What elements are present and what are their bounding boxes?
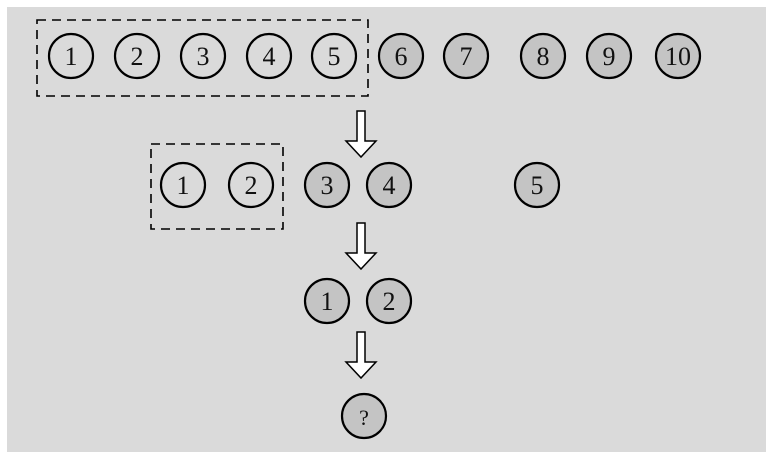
node-label: 2 [245, 171, 258, 200]
node-row-2-2: 2 [227, 161, 275, 209]
node-label: 1 [321, 287, 334, 316]
node-circle [245, 32, 293, 80]
node-label: 5 [328, 42, 341, 71]
node-circle [365, 161, 413, 209]
node-circle [179, 32, 227, 80]
node-row-2-4: 4 [365, 161, 413, 209]
node-label: 7 [460, 42, 473, 71]
node-label: 1 [177, 171, 190, 200]
node-circle [513, 161, 561, 209]
node-label: 3 [321, 171, 334, 200]
node-row-2-5: 5 [513, 161, 561, 209]
node-label: ? [359, 405, 369, 430]
down-arrow-icon-3 [344, 331, 378, 380]
node-label: 2 [383, 287, 396, 316]
node-row-1-9: 9 [585, 32, 633, 80]
node-circle [442, 32, 490, 80]
node-label: 5 [531, 171, 544, 200]
node-row-2-1: 1 [159, 161, 207, 209]
node-row-1-2: 2 [113, 32, 161, 80]
node-circle [227, 161, 275, 209]
node-label: 9 [603, 42, 616, 71]
node-row-1-3: 3 [179, 32, 227, 80]
node-label: 10 [665, 42, 691, 71]
node-label: 8 [537, 42, 550, 71]
node-circle [519, 32, 567, 80]
node-row-3-1: 1 [303, 277, 351, 325]
down-arrow-icon-2 [344, 222, 378, 271]
node-circle [310, 32, 358, 80]
node-row-4-1: ? [340, 392, 388, 440]
node-circle [47, 32, 95, 80]
node-circle [340, 392, 388, 440]
node-circle [303, 161, 351, 209]
node-circle [654, 32, 702, 80]
node-row-1-4: 4 [245, 32, 293, 80]
node-row-1-6: 6 [377, 32, 425, 80]
down-arrow-icon-1 [344, 110, 378, 159]
node-row-1-1: 1 [47, 32, 95, 80]
node-label: 1 [65, 42, 78, 71]
node-row-1-8: 8 [519, 32, 567, 80]
node-circle [585, 32, 633, 80]
node-circle [377, 32, 425, 80]
node-label: 3 [197, 42, 210, 71]
node-row-1-7: 7 [442, 32, 490, 80]
node-circle [303, 277, 351, 325]
node-circle [365, 277, 413, 325]
node-label: 4 [263, 42, 276, 71]
node-label: 2 [131, 42, 144, 71]
node-label: 6 [395, 42, 408, 71]
node-row-2-3: 3 [303, 161, 351, 209]
node-circle [113, 32, 161, 80]
node-label: 4 [383, 171, 396, 200]
node-row-3-2: 2 [365, 277, 413, 325]
node-circle [159, 161, 207, 209]
node-row-1-10: 10 [654, 32, 702, 80]
diagram-background [7, 7, 766, 452]
node-row-1-5: 5 [310, 32, 358, 80]
dashed-group-box-row-1 [36, 19, 369, 97]
dashed-group-box-row-2 [150, 143, 284, 230]
